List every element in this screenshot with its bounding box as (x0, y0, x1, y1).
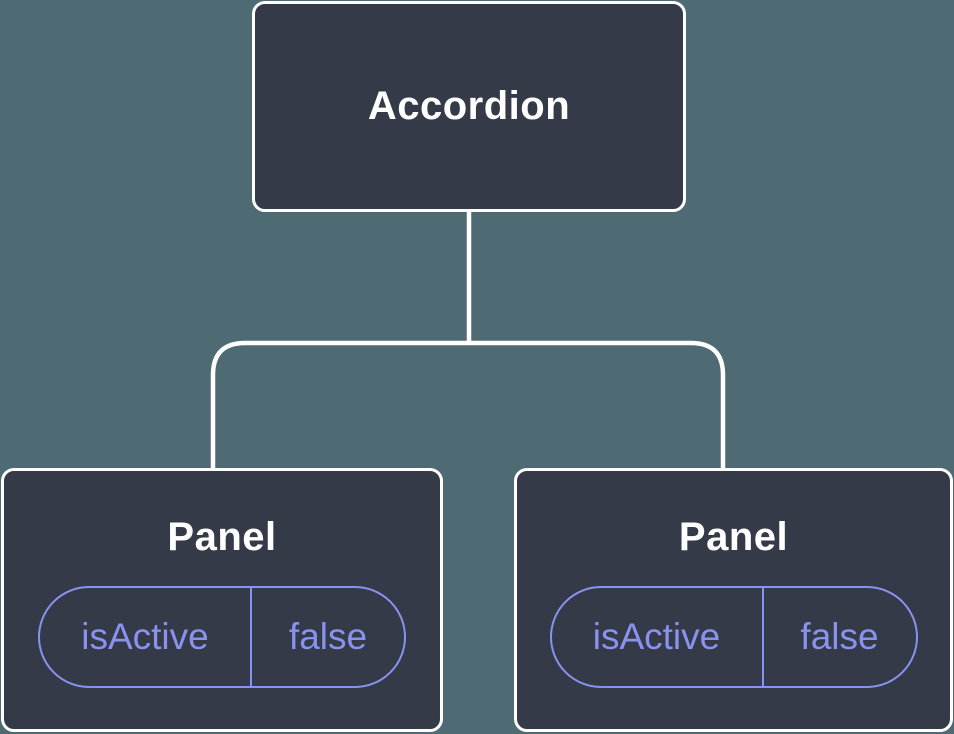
state-key: isActive (40, 588, 252, 686)
state-key: isActive (552, 588, 764, 686)
state-pill: isActive false (38, 586, 406, 688)
tree-node-accordion: Accordion (252, 1, 686, 212)
branch-bracket-connector (210, 340, 726, 470)
tree-node-panel-right: Panel isActive false (514, 468, 953, 732)
state-pill: isActive false (549, 586, 918, 688)
node-label: Panel (167, 515, 277, 559)
tree-node-panel-left: Panel isActive false (1, 468, 443, 732)
node-label: Accordion (367, 84, 571, 128)
node-label: Panel (678, 515, 789, 559)
state-value: false (288, 616, 368, 657)
state-value: false (800, 616, 879, 657)
